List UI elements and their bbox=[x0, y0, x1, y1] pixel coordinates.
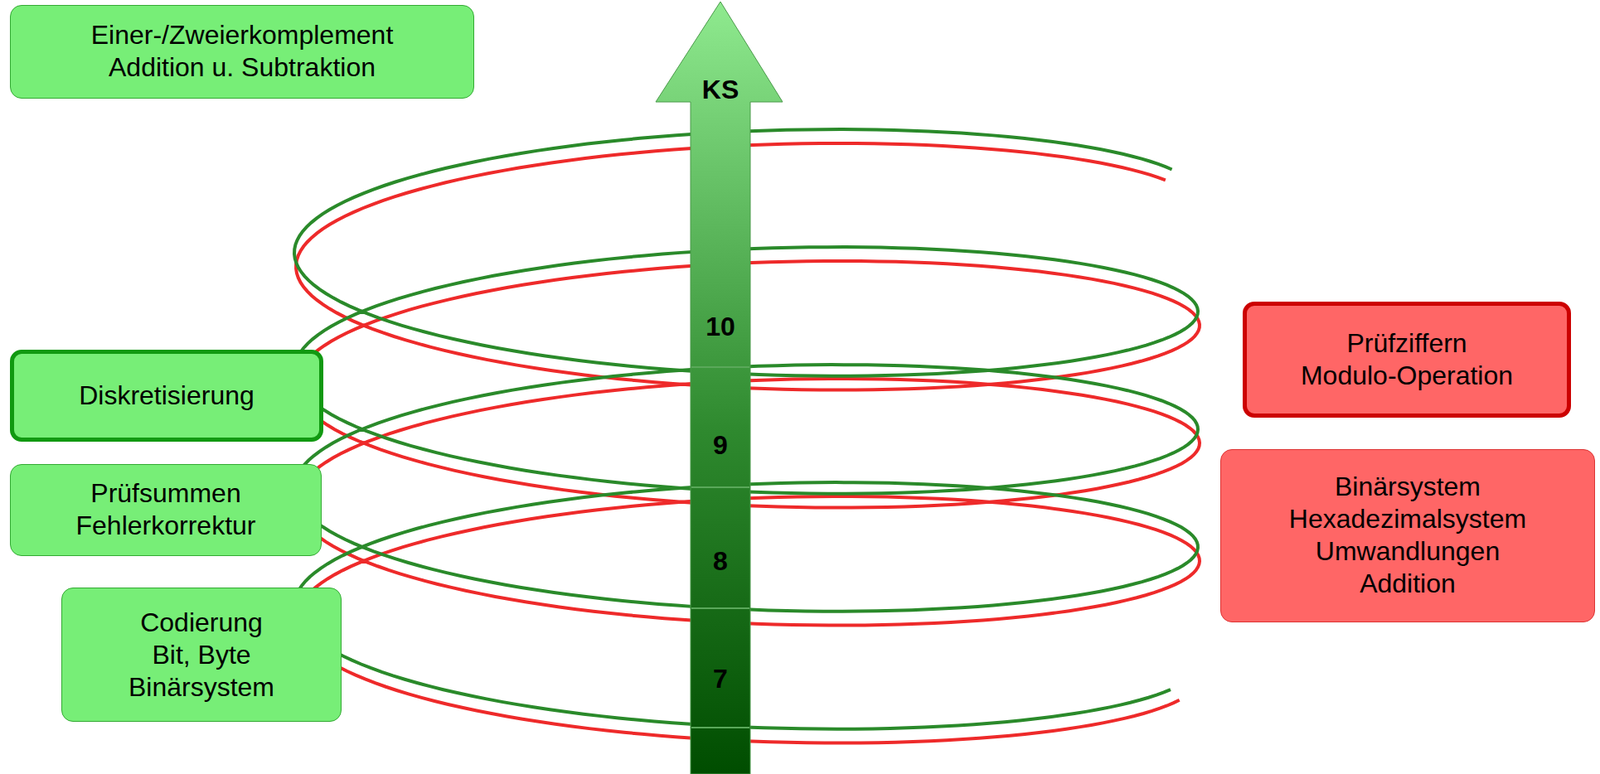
topic-text: Modulo-Operation bbox=[1300, 359, 1513, 393]
grade-number: 8 bbox=[712, 546, 728, 577]
topic-text: Fehlerkorrektur bbox=[76, 509, 257, 543]
topic-text: Addition bbox=[1359, 567, 1456, 601]
topic-box-highlighted: Diskretisierung bbox=[9, 349, 324, 442]
topic-text: Einer-/Zweierkomplement bbox=[91, 19, 394, 52]
grade-number: 9 bbox=[712, 430, 728, 461]
arrow-shape bbox=[655, 1, 783, 774]
topic-text: Prüfsummen bbox=[90, 477, 241, 510]
topic-box: CodierungBit, ByteBinärsystem bbox=[61, 587, 342, 723]
topic-text: Binärsystem bbox=[1334, 470, 1481, 504]
topic-text: Hexadezimalsystem bbox=[1289, 503, 1527, 536]
topic-text: Diskretisierung bbox=[78, 379, 255, 413]
grade-number: 7 bbox=[712, 664, 728, 695]
topic-box: BinärsystemHexadezimalsystemUmwandlungen… bbox=[1220, 449, 1596, 623]
topic-text: Prüfziffern bbox=[1346, 327, 1467, 360]
topic-box: PrüfsummenFehlerkorrektur bbox=[9, 464, 322, 557]
grade-number: 10 bbox=[705, 311, 736, 343]
axis-label: KS bbox=[702, 74, 739, 106]
topic-text: Binärsystem bbox=[128, 671, 275, 704]
topic-box: Einer-/ZweierkomplementAddition u. Subtr… bbox=[9, 4, 475, 99]
topic-text: Addition u. Subtraktion bbox=[108, 51, 376, 84]
topic-box-highlighted: PrüfziffernModulo-Operation bbox=[1242, 301, 1571, 418]
topic-text: Codierung bbox=[140, 606, 263, 640]
arrow-segments bbox=[691, 367, 750, 728]
topic-text: Umwandlungen bbox=[1315, 535, 1500, 568]
topic-text: Bit, Byte bbox=[151, 639, 251, 672]
